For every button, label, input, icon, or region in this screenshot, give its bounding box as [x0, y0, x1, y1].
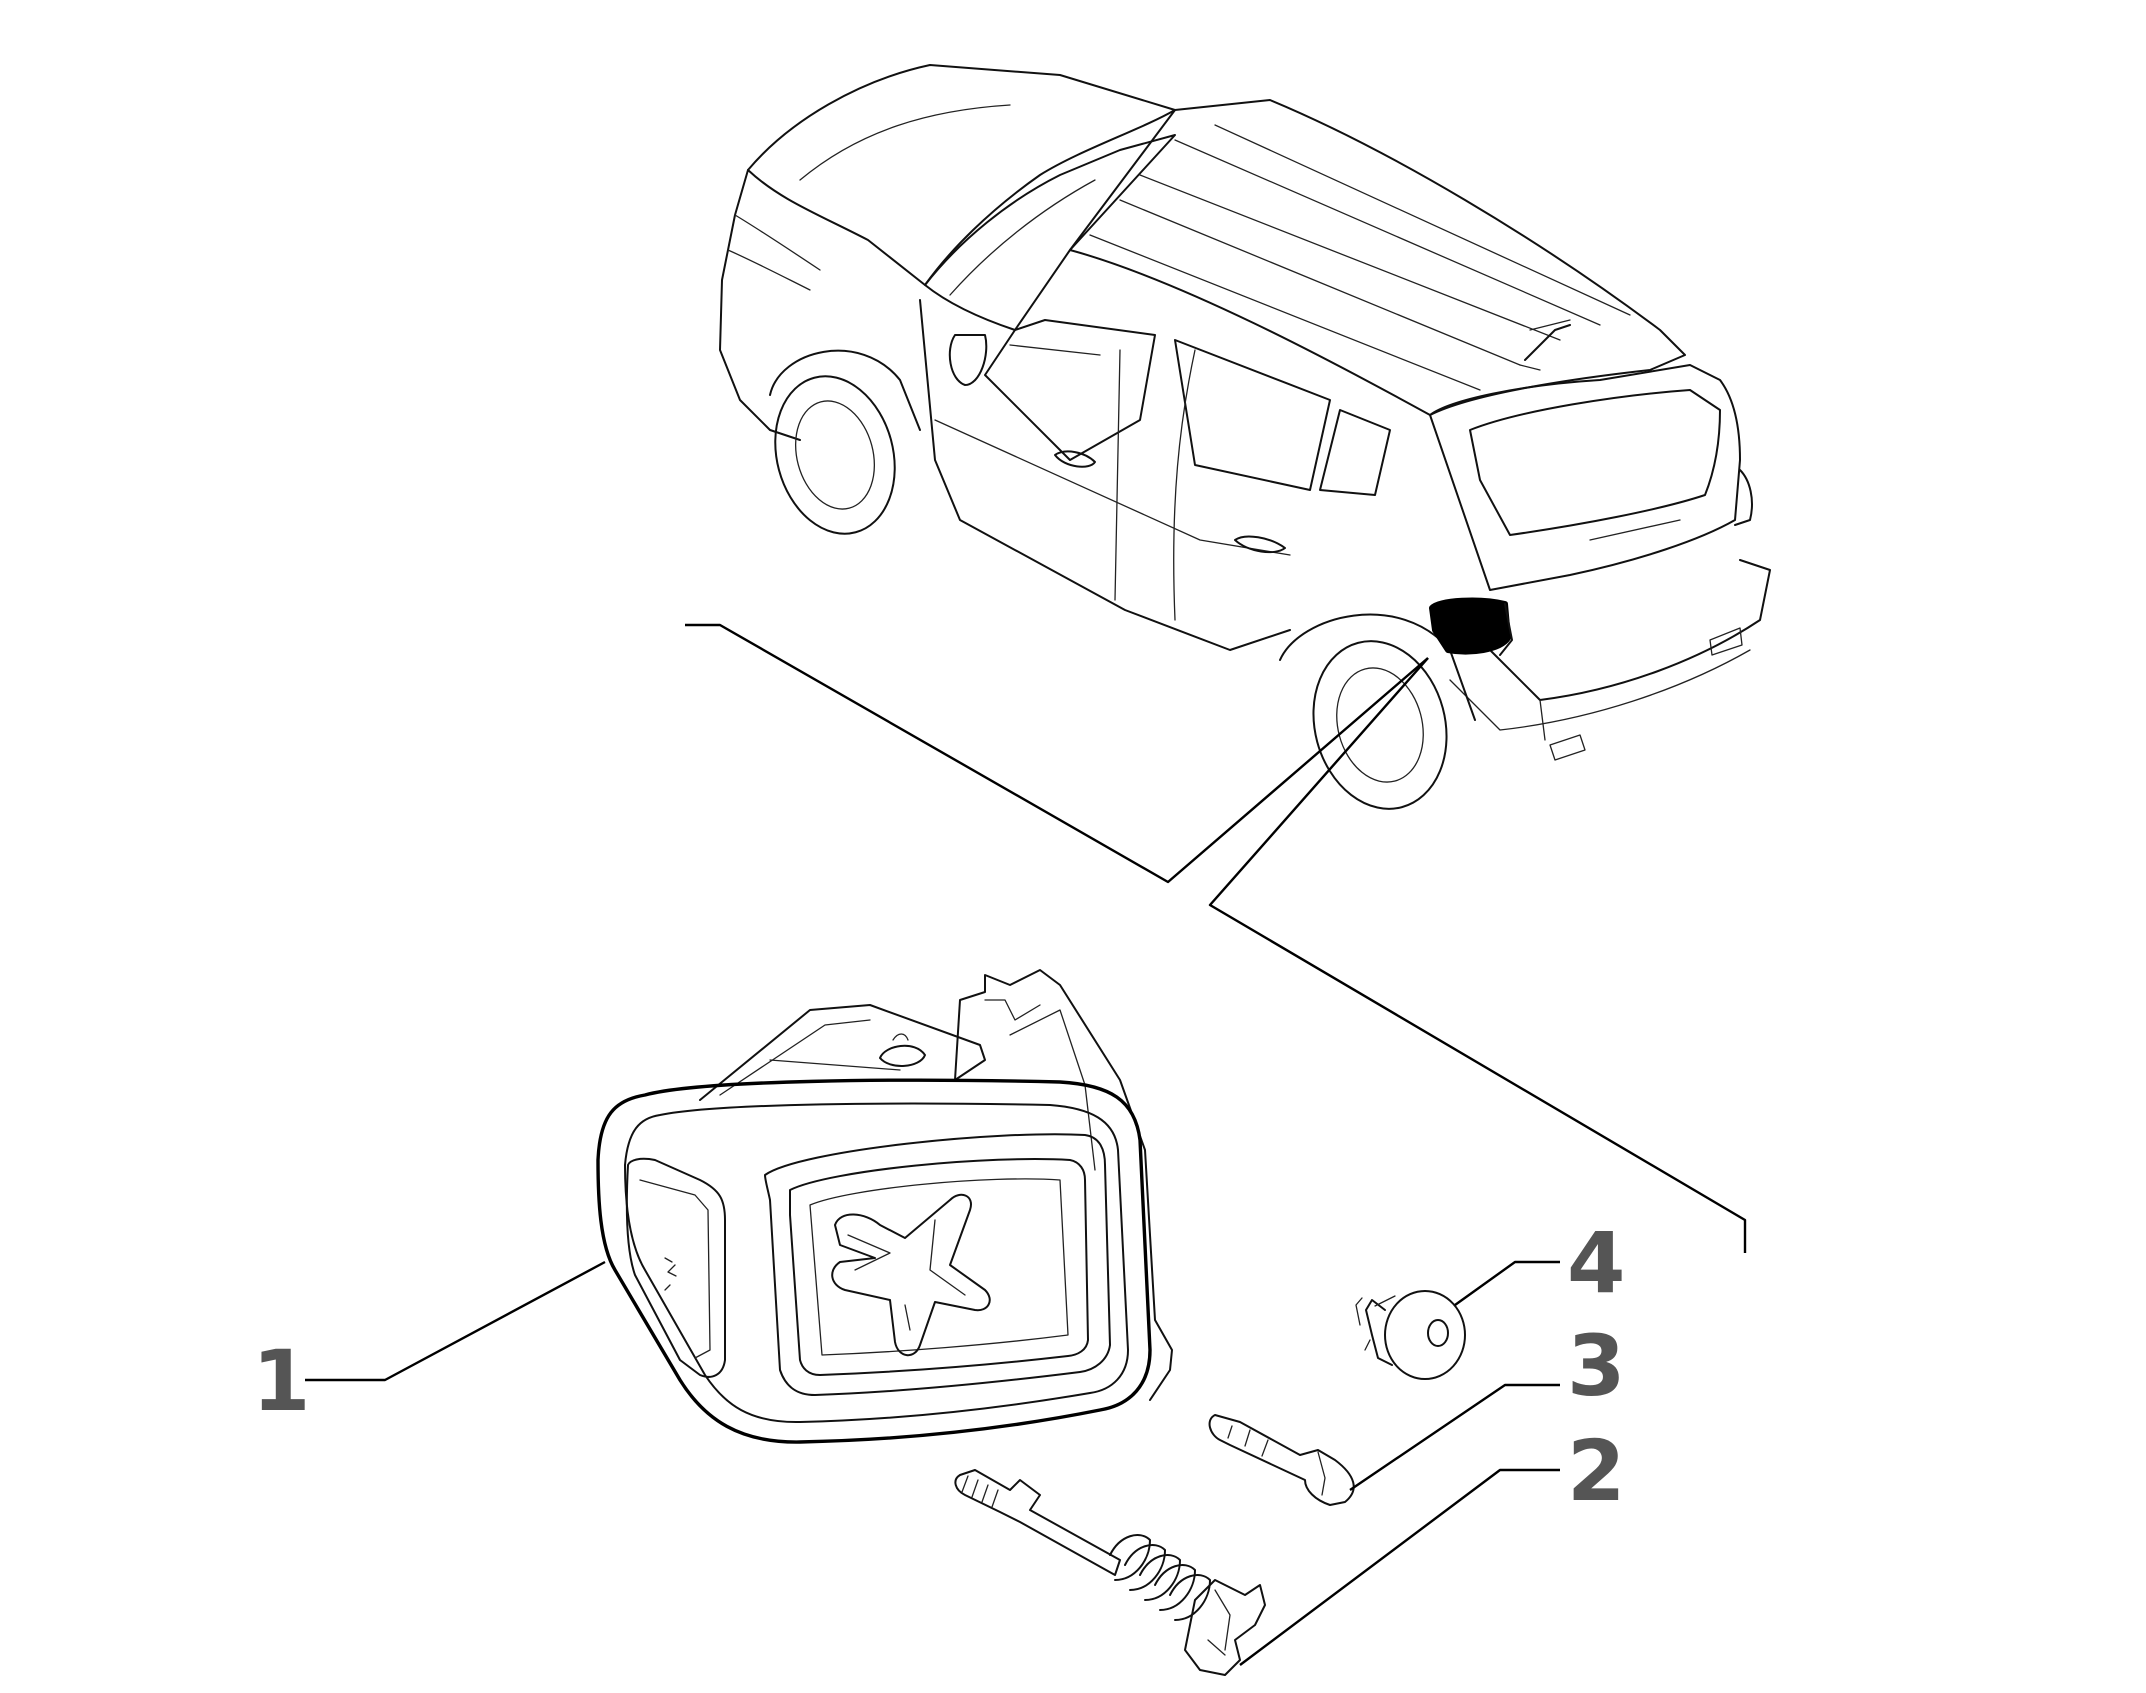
leader-lines — [305, 1260, 1560, 1666]
leader-line-4 — [1454, 1260, 1560, 1306]
leader-line-3 — [1349, 1383, 1560, 1491]
vehicle-illustration — [719, 64, 1771, 810]
part-4-clip — [1355, 1290, 1466, 1380]
part-1-tail-lamp-assembly — [596, 969, 1173, 1444]
vehicle-leader-lines — [685, 623, 1747, 1253]
leader-line-2 — [1239, 1468, 1560, 1666]
callout-labels: 1 4 3 2 — [252, 1214, 1625, 1520]
leader-line-1 — [305, 1260, 606, 1382]
part-2-adjuster-screw — [954, 1469, 1266, 1676]
tail-lamp-highlight — [1429, 597, 1511, 655]
part-3-bolt — [1208, 1414, 1355, 1506]
callout-1: 1 — [252, 1332, 310, 1430]
callout-4: 4 — [1567, 1214, 1625, 1312]
callout-3: 3 — [1567, 1317, 1625, 1415]
callout-2: 2 — [1567, 1422, 1625, 1520]
